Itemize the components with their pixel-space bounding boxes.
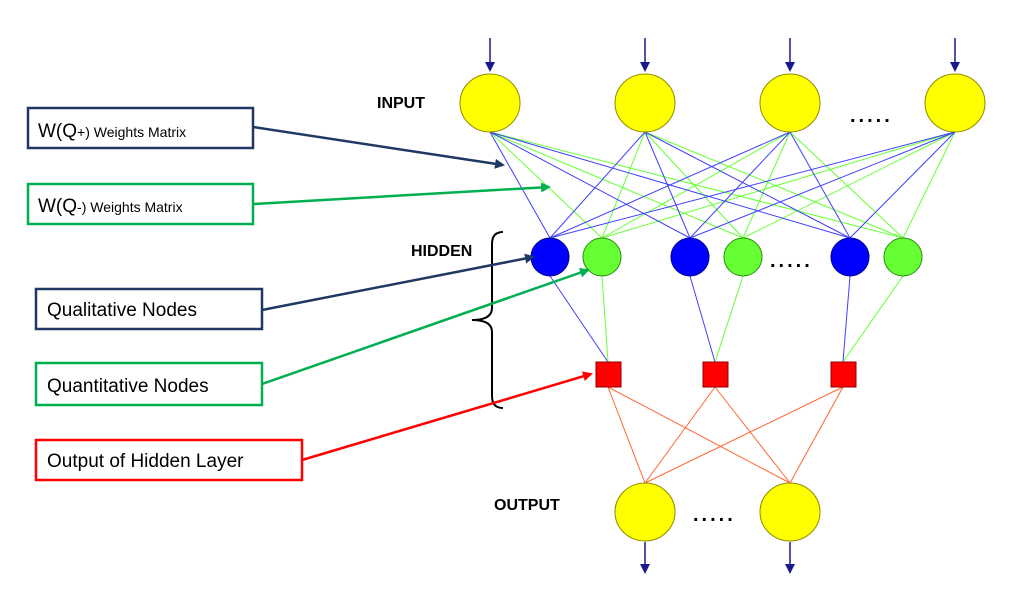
qualitative-node: [670, 237, 710, 277]
qualitative-to-output-edge: [842, 275, 851, 363]
minus-weight-edge: [601, 131, 646, 239]
minus-weight-edge: [644, 131, 744, 239]
output-ellipsis: .....: [693, 504, 736, 526]
minus-weight-edge: [742, 131, 791, 239]
output-layer-label: OUTPUT: [494, 497, 560, 514]
hidden-output-layer: [595, 361, 857, 388]
plus-weight-edge: [689, 131, 791, 239]
quantitative-to-output-edge: [842, 275, 904, 363]
plus-weight-edge: [644, 131, 691, 239]
minus-weight-edge: [742, 131, 956, 239]
hidden-output-to-output-edge: [607, 386, 646, 484]
quantitative-node: [883, 237, 923, 277]
plus-weight-edge: [849, 131, 956, 239]
input-node: [614, 73, 676, 133]
qualitative-label: Qualitative Nodes: [47, 300, 197, 321]
output-arrows: [640, 542, 795, 574]
square-output-edges: [607, 386, 844, 484]
output-node: [614, 482, 676, 542]
plus-weight-edge: [789, 131, 851, 239]
hidden-output-pointer: [301, 371, 593, 462]
quantitative-callout: Quantitative Nodes: [34, 361, 264, 407]
plus-weight-edge: [549, 131, 791, 239]
quantitative-to-output-edge: [714, 275, 744, 363]
quantitative-node: [582, 237, 622, 277]
output-node: [759, 482, 821, 542]
plus-weight-edge: [644, 131, 851, 239]
plus-weight-edge: [549, 131, 956, 239]
w-minus-label: W(Q-) Weights Matrix: [38, 196, 183, 217]
hidden-output-unit: [595, 361, 622, 388]
minus-weight-edge: [789, 131, 904, 239]
w-plus-callout: W(Q+) Weights Matrix: [26, 106, 255, 150]
input-node: [459, 73, 521, 133]
quantitative-pointer: [261, 267, 590, 386]
quantitative-node: [723, 237, 763, 277]
plus-weight-edge: [689, 131, 956, 239]
qualitative-callout: Qualitative Nodes: [34, 287, 264, 331]
hidden-output-to-output-edge: [789, 386, 844, 484]
hidden-layer: [530, 237, 923, 277]
hidden-output-unit: [830, 361, 857, 388]
output-layer: [614, 482, 821, 542]
hidden-output-to-output-edge: [607, 386, 791, 484]
hidden-output-to-output-edge: [714, 386, 791, 484]
input-layer: [459, 73, 986, 133]
w-plus-pointer: [252, 125, 505, 169]
quantitative-label: Quantitative Nodes: [47, 376, 209, 397]
w-plus-label: W(Q+) Weights Matrix: [38, 121, 186, 142]
qualitative-to-output-edge: [689, 275, 716, 363]
minus-weight-edge: [644, 131, 904, 239]
minus-weight-edge: [601, 131, 791, 239]
hidden-brace: [471, 231, 504, 409]
input-layer-label: INPUT: [377, 95, 425, 112]
plus-weight-edge: [489, 131, 551, 239]
w-minus-callout: W(Q-) Weights Matrix: [26, 182, 255, 226]
input-node: [759, 73, 821, 133]
qualitative-to-output-edge: [549, 275, 609, 363]
hidden-output-label: Output of Hidden Layer: [47, 451, 244, 472]
input-node: [924, 73, 986, 133]
w-minus-pointer: [252, 182, 551, 206]
input-arrows: [485, 38, 960, 72]
plus-weight-edge: [489, 131, 691, 239]
hidden-output-to-output-edge: [644, 386, 716, 484]
minus-weight-edge: [902, 131, 956, 239]
input-ellipsis: .....: [850, 105, 893, 127]
hidden-output-to-output-edge: [644, 386, 844, 484]
qualitative-node: [530, 237, 570, 277]
minus-weight-edge: [489, 131, 744, 239]
minus-weight-edge: [601, 131, 956, 239]
qualitative-pointer: [261, 253, 535, 312]
input-hidden-edges: [489, 131, 956, 239]
hidden-output-callout: Output of Hidden Layer: [34, 438, 304, 482]
hidden-output-unit: [702, 361, 729, 388]
plus-weight-edge: [549, 131, 646, 239]
hidden-ellipsis: .....: [770, 250, 813, 272]
qualitative-node: [830, 237, 870, 277]
hidden-square-edges: [549, 275, 904, 363]
quantitative-to-output-edge: [601, 275, 609, 363]
hidden-layer-label: HIDDEN: [411, 243, 472, 260]
